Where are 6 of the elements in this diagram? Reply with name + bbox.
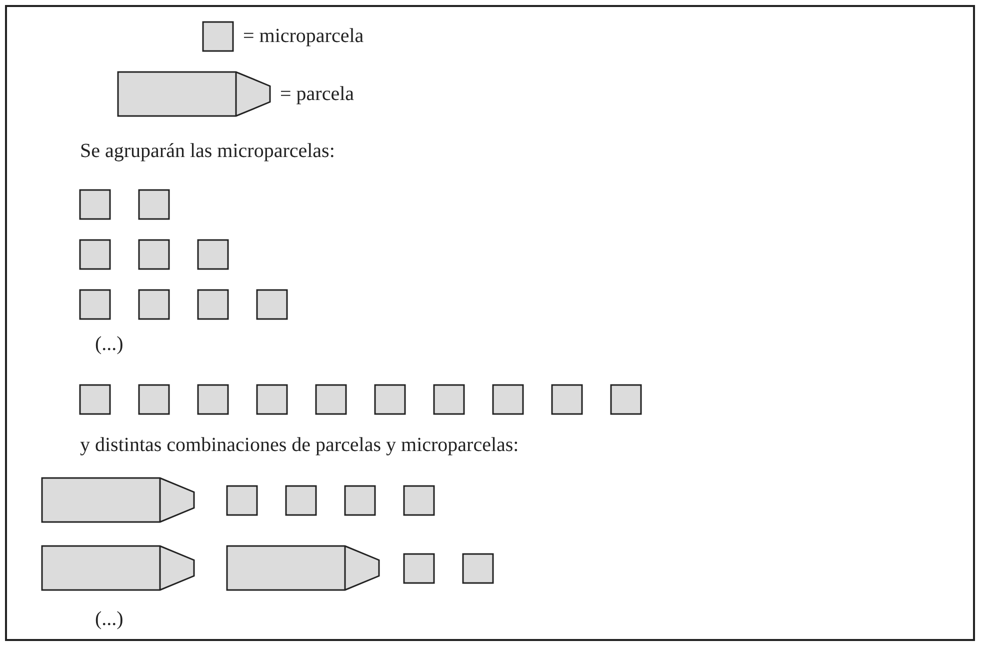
instruction-text: y distintas combinaciones de parcelas y microparcelas:: [80, 434, 519, 456]
legend-label: = parcela: [280, 83, 354, 105]
ellipsis-text: (...): [95, 608, 124, 630]
legend-label: = microparcela: [243, 25, 364, 47]
instruction-text: Se agruparán las microparcelas:: [80, 140, 335, 162]
ellipsis-text: (...): [95, 333, 124, 355]
